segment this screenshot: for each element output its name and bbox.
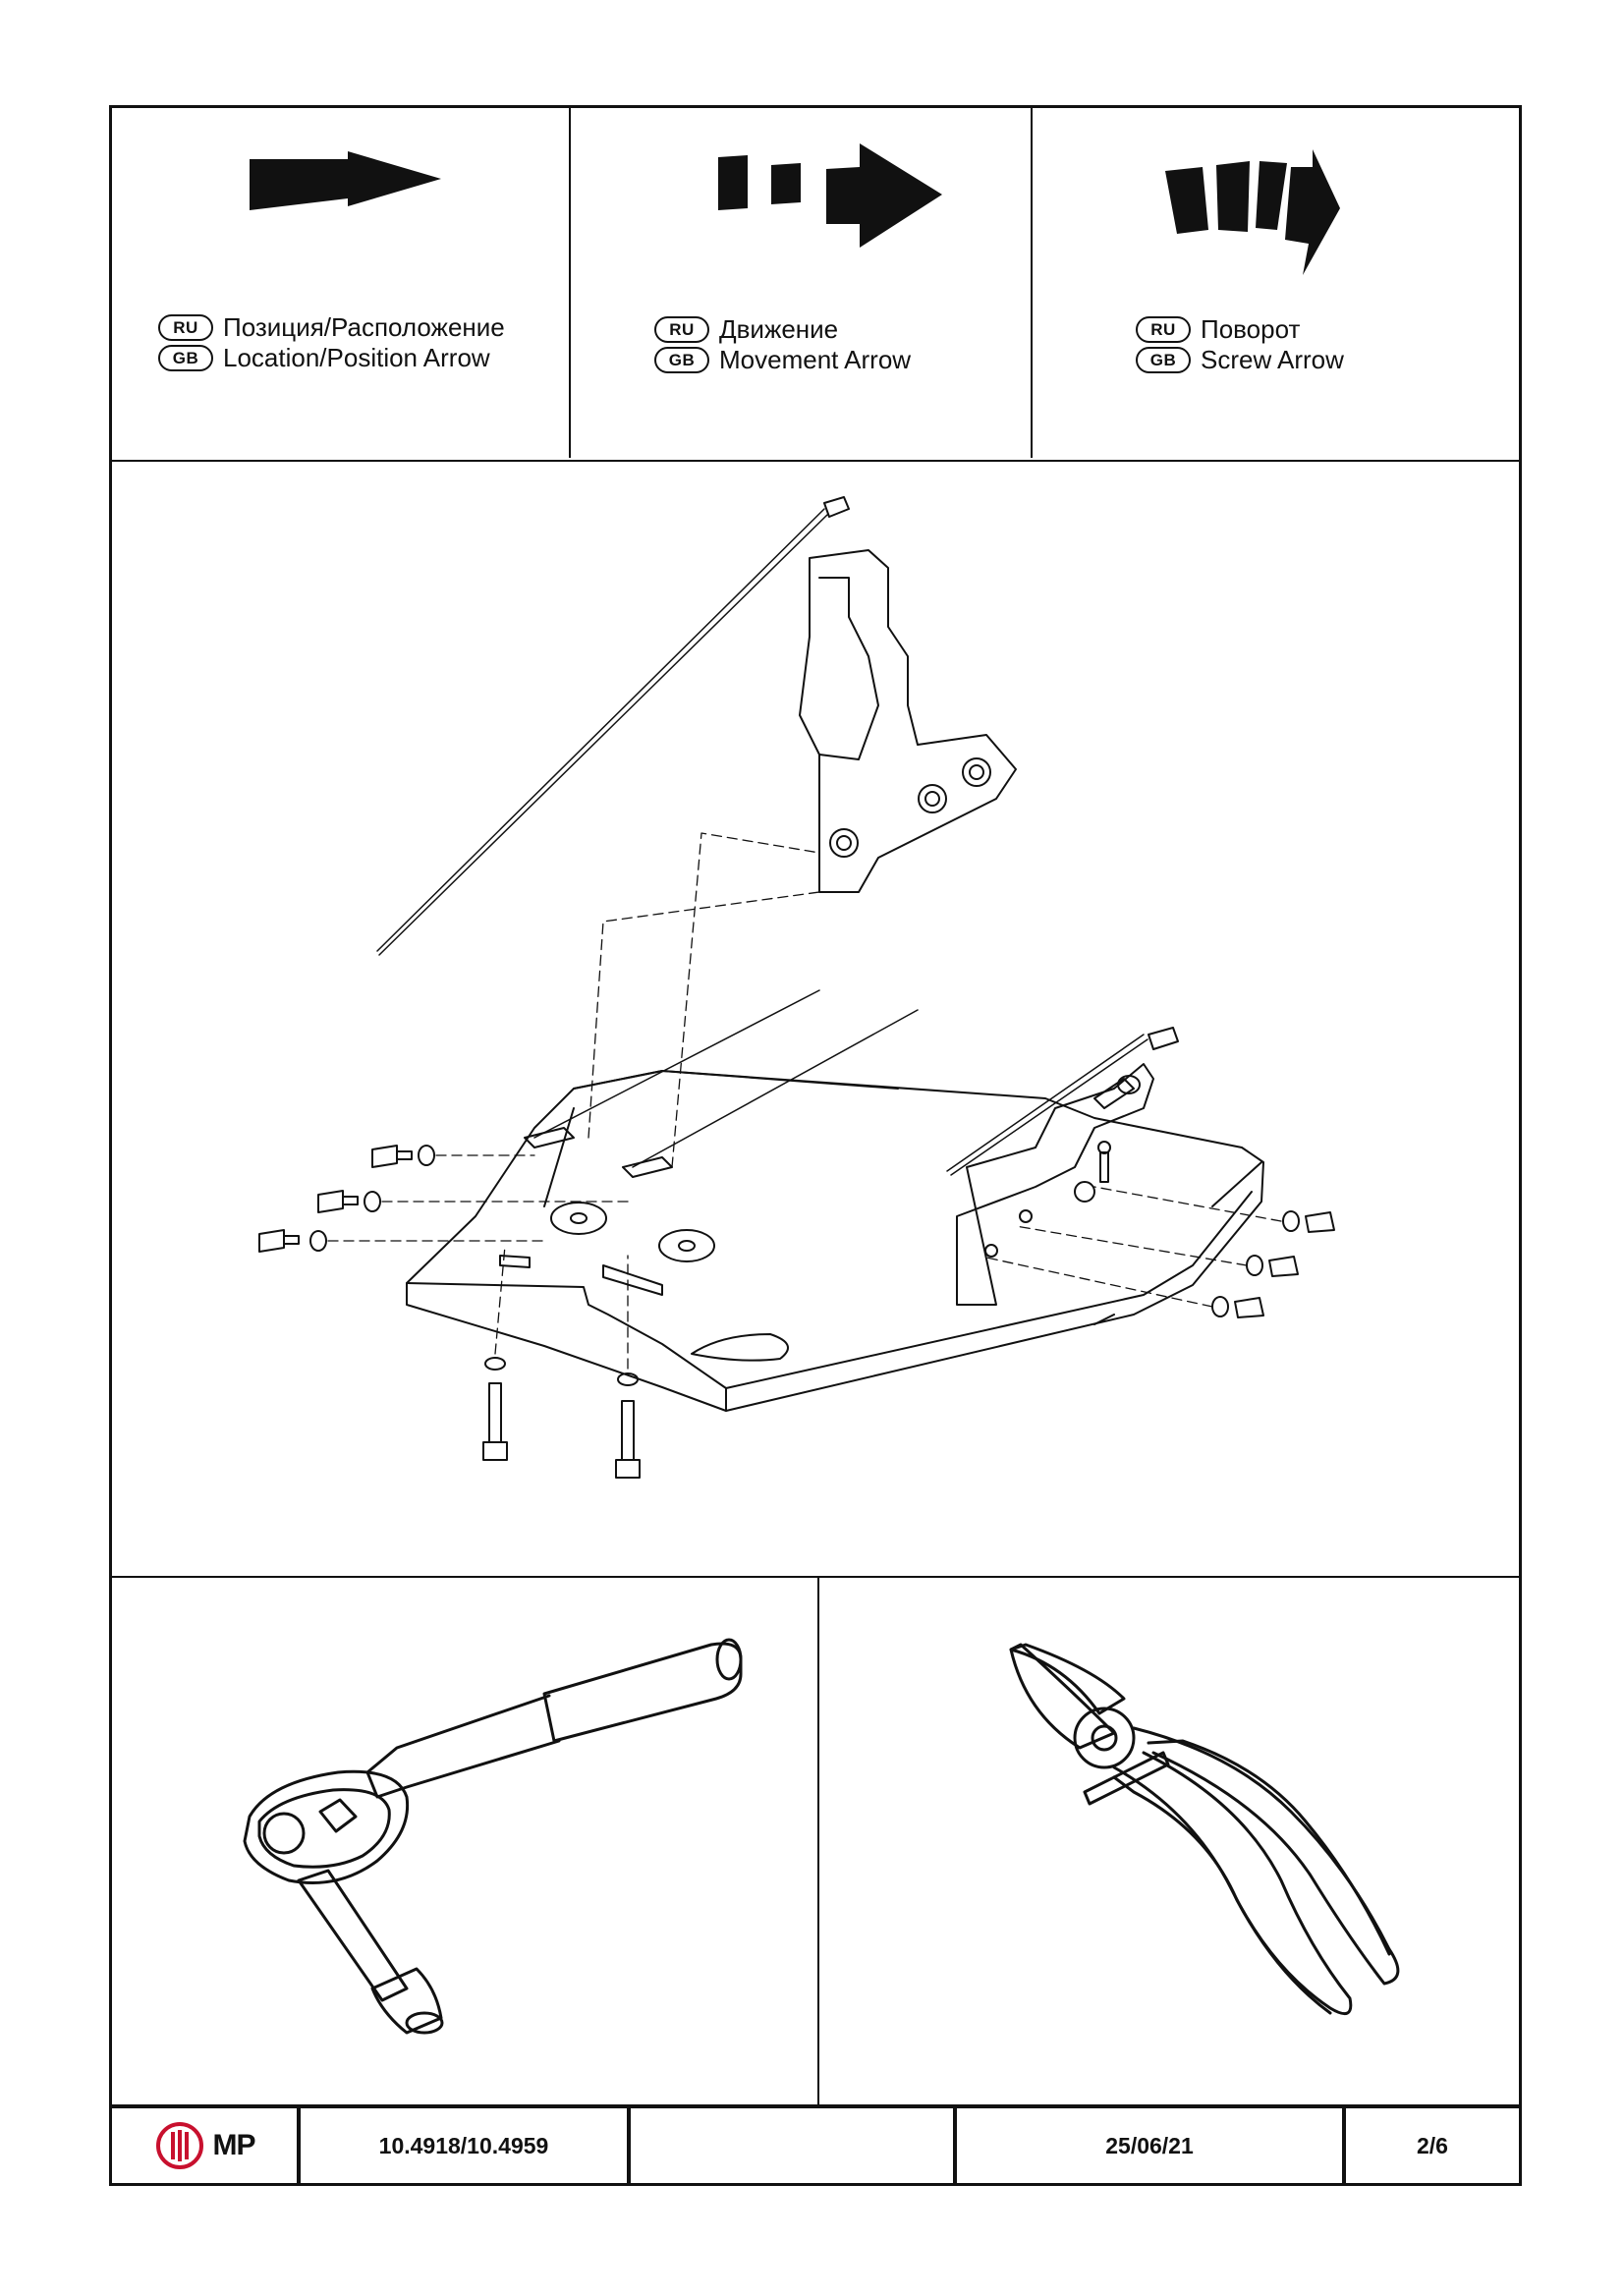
arrow-legend: RU Позиция/Расположение GB Location/Positi… <box>112 108 1519 462</box>
legend-location-ru: Позиция/Расположение <box>223 312 505 342</box>
location-arrow-icon <box>250 151 441 210</box>
gb-badge: GB <box>654 347 709 373</box>
ru-badge: RU <box>654 316 709 343</box>
tool-cell-ratchet <box>112 1576 817 2104</box>
mp-logo-icon <box>155 2122 203 2169</box>
logo-cell: MP <box>112 2108 297 2183</box>
tool-cell-cutters <box>817 1576 1521 2104</box>
skid-plate-assembly-illustration <box>258 496 1335 1479</box>
bolts-bottom <box>482 1141 1111 1479</box>
page-number: 2/6 <box>1342 2108 1519 2183</box>
upper-bracket-part <box>376 496 1017 956</box>
bolts-right <box>1211 1210 1335 1318</box>
gb-badge: GB <box>1136 347 1191 373</box>
page-frame: RU Позиция/Расположение GB Location/Positi… <box>109 105 1522 2186</box>
screw-arrow-icon <box>1165 149 1340 275</box>
side-cutters-icon <box>1009 1643 1400 2016</box>
ru-badge: RU <box>158 314 213 341</box>
legend-movement-gb: Movement Arrow <box>719 345 912 374</box>
assembly-guide-lines <box>327 832 1282 1370</box>
legend-screw-ru: Поворот <box>1201 314 1301 344</box>
revision-date: 25/06/21 <box>953 2108 1342 2183</box>
washers <box>550 1075 1141 1262</box>
legend-movement: RU Движение GB Movement Arrow <box>569 108 1031 458</box>
legend-location: RU Позиция/Расположение GB Location/Positi… <box>112 108 569 458</box>
part-number: 10.4918/10.4959 <box>297 2108 627 2183</box>
legend-movement-text: RU Движение GB Movement Arrow <box>654 314 911 375</box>
legend-screw: RU Поворот GB Screw Arrow <box>1031 108 1519 458</box>
legend-location-text: RU Позиция/Расположение GB Location/Positi… <box>158 312 505 373</box>
title-block: MP 10.4918/10.4959 25/06/21 2/6 <box>112 2104 1519 2183</box>
retainer-strips <box>524 989 919 1178</box>
side-bracket-part <box>946 1027 1179 1306</box>
ratchet-wrench-icon <box>243 1638 743 2035</box>
bolts-left <box>258 1145 435 1253</box>
gb-badge: GB <box>158 345 213 371</box>
legend-screw-text: RU Поворот GB Screw Arrow <box>1136 314 1344 375</box>
required-tools <box>112 1576 1519 2104</box>
ru-badge: RU <box>1136 316 1191 343</box>
legend-movement-ru: Движение <box>719 314 839 344</box>
legend-location-gb: Location/Position Arrow <box>223 343 490 372</box>
legend-screw-gb: Screw Arrow <box>1201 345 1344 374</box>
blank-field <box>627 2108 953 2183</box>
logo-text: MP <box>212 2129 256 2161</box>
brand-logo: MP <box>154 2120 256 2171</box>
movement-arrow-icon <box>718 143 942 248</box>
assembly-diagram <box>112 460 1519 1578</box>
